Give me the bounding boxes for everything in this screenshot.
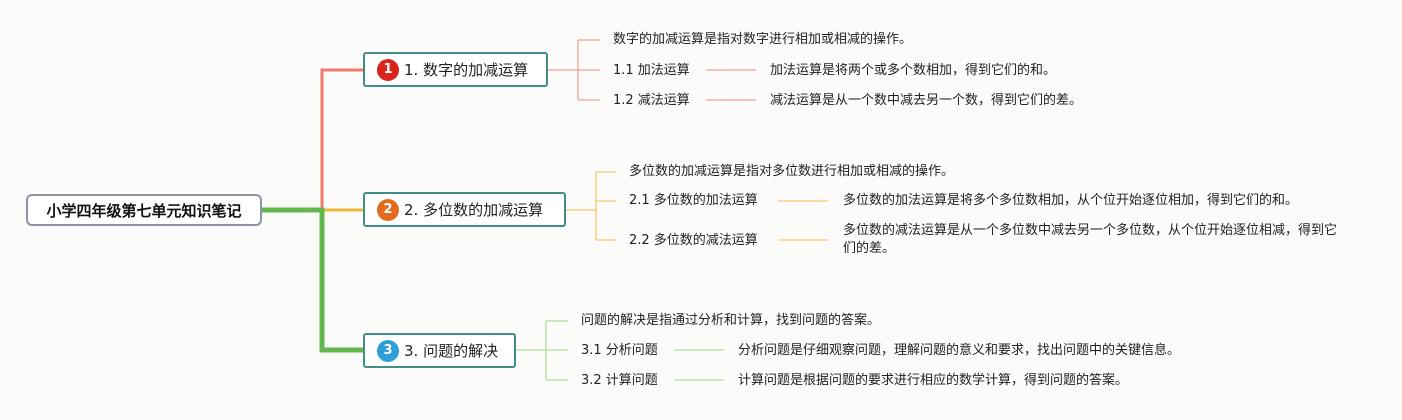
branch-node-2[interactable]: 2 2. 多位数的加减运算	[363, 192, 566, 227]
number-badge-1: 1	[377, 58, 399, 81]
branch-node-3[interactable]: 3 3. 问题的解决	[363, 333, 516, 368]
branch-1-item-2-detail: 减法运算是从一个数中减去另一个数，得到它们的差。	[770, 93, 1083, 108]
branch-2-item-2-detail: 多位数的减法运算是从一个多位数中减去另一个多位数，从个位开始逐位相减，得到它们的…	[843, 223, 1338, 256]
branch-3-item-2-label: 3.2 计算问题	[581, 373, 658, 388]
connector-root-branch-3	[262, 207, 363, 353]
root-node[interactable]: 小学四年级第七单元知识笔记	[26, 194, 262, 226]
root-title: 小学四年级第七单元知识笔记	[46, 201, 242, 220]
branch-1-item-1-detail: 加法运算是将两个或多个数相加，得到它们的和。	[770, 63, 1057, 78]
branch-1-summary: 数字的加减运算是指对数字进行相加或相减的操作。	[613, 32, 913, 47]
branch-2-summary: 多位数的加减运算是指对多位数进行相加或相减的操作。	[629, 164, 955, 179]
branch-1-item-2-label: 1.2 减法运算	[613, 93, 690, 108]
branch-2-item-1-label: 2.1 多位数的加法运算	[629, 193, 758, 208]
branch-node-1[interactable]: 1 1. 数字的加减运算	[363, 52, 548, 87]
branch-2-item-1-detail: 多位数的加法运算是将多个多位数相加，从个位开始逐位相加，得到它们的和。	[843, 193, 1299, 208]
number-badge-3: 3	[377, 339, 399, 362]
branch-2-item-2-label: 2.2 多位数的减法运算	[629, 233, 758, 248]
branch-1-connectors	[548, 39, 756, 101]
branch-1-item-1-label: 1.1 加法运算	[613, 63, 690, 78]
branch-title-3: 3. 问题的解决	[404, 342, 499, 360]
branch-3-item-1-label: 3.1 分析问题	[581, 343, 658, 358]
connector-root-branch-1	[262, 68, 363, 212]
branch-title-1: 1. 数字的加减运算	[404, 61, 529, 79]
branch-2-connectors	[566, 171, 828, 241]
number-badge-2: 2	[377, 198, 399, 221]
branch-3-connectors	[516, 320, 724, 381]
branch-title-2: 2. 多位数的加减运算	[404, 201, 544, 219]
branch-3-item-1-detail: 分析问题是仔细观察问题，理解问题的意义和要求，找出问题中的关键信息。	[738, 343, 1181, 358]
branch-3-summary: 问题的解决是指通过分析和计算，找到问题的答案。	[581, 313, 881, 328]
branch-3-item-2-detail: 计算问题是根据问题的要求进行相应的数学计算，得到问题的答案。	[738, 373, 1129, 388]
